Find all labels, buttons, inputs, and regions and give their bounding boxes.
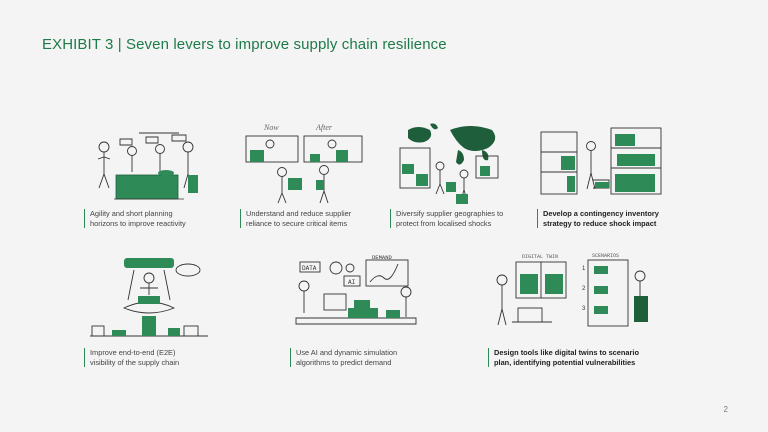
control-tower-illustration bbox=[90, 258, 208, 337]
lever-caption: Diversify supplier geographies to protec… bbox=[390, 209, 534, 228]
caption-line: horizons to improve reactivity bbox=[90, 218, 186, 228]
page-number: 2 bbox=[723, 405, 728, 414]
lever-caption: Agility and short planning horizons to i… bbox=[84, 209, 228, 228]
sketch-label-after: After bbox=[315, 123, 333, 132]
sketch-label-now: Now bbox=[263, 123, 279, 132]
caption-line: Improve end-to-end (E2E) bbox=[90, 348, 176, 357]
sketch-label-2: 2 bbox=[582, 286, 586, 292]
lever-caption: Develop a contingency inventory strategy… bbox=[537, 209, 681, 228]
caption-line: Diversify supplier geographies to bbox=[396, 209, 504, 218]
sketch-label-1: 1 bbox=[582, 266, 586, 272]
lever-e2e-visibility: Improve end-to-end (E2E) visibility of t… bbox=[84, 252, 234, 372]
lever-supplier-reliance: Now After Understand and reduce supplier… bbox=[240, 120, 380, 235]
exhibit-title: EXHIBIT 3 | Seven levers to improve supp… bbox=[42, 36, 447, 53]
caption-line: protect from localised shocks bbox=[396, 218, 492, 228]
caption-line: Design tools like digital twins to scena… bbox=[494, 348, 639, 357]
caption-line: visibility of the supply chain bbox=[90, 357, 180, 367]
caption-line: strategy to reduce shock impact bbox=[543, 218, 657, 228]
suppliers-illustration: Now After bbox=[245, 123, 363, 204]
lever-ai-simulation: DATA AI DEMAND Use AI and dynamic simula… bbox=[290, 252, 450, 372]
lever-caption: Improve end-to-end (E2E) visibility of t… bbox=[84, 348, 238, 367]
team-meeting-illustration bbox=[97, 132, 198, 200]
digital-twin-illustration: DIGITAL TWIN SCENARIOS 1 2 3 bbox=[496, 253, 648, 327]
lever-caption: Design tools like digital twins to scena… bbox=[488, 348, 682, 367]
lever-digital-twin: DIGITAL TWIN SCENARIOS 1 2 3 Design tool… bbox=[488, 250, 678, 372]
caption-line: Develop a contingency inventory bbox=[543, 209, 659, 218]
sketch-label-scenarios: SCENARIOS bbox=[592, 253, 619, 259]
lever-caption: Use AI and dynamic simulation algorithms… bbox=[290, 348, 454, 367]
caption-line: algorithms to predict demand bbox=[296, 357, 392, 367]
caption-line: Agility and short planning bbox=[90, 209, 173, 218]
world-map-illustration bbox=[399, 123, 499, 204]
sketch-label-demand: DEMAND bbox=[372, 254, 393, 261]
caption-line: Use AI and dynamic simulation bbox=[296, 348, 398, 357]
caption-line: reliance to secure critical items bbox=[246, 218, 348, 228]
sketch-label-3: 3 bbox=[582, 306, 586, 312]
data-ai-illustration: DATA AI DEMAND bbox=[295, 254, 417, 325]
warehouse-illustration bbox=[540, 127, 662, 195]
caption-line: plan, identifying potential vulnerabilit… bbox=[494, 357, 636, 367]
sketch-label-data: DATA bbox=[302, 265, 317, 272]
caption-line: Understand and reduce supplier bbox=[246, 209, 352, 218]
sketch-label-ai: AI bbox=[348, 279, 355, 286]
lever-diversify-geographies: Diversify supplier geographies to protec… bbox=[390, 120, 530, 235]
lever-caption: Understand and reduce supplier reliance … bbox=[240, 209, 384, 228]
lever-agility: Agility and short planning horizons to i… bbox=[84, 125, 224, 235]
sketch-label-digital-twin: DIGITAL TWIN bbox=[522, 254, 558, 260]
lever-contingency-inventory: Develop a contingency inventory strategy… bbox=[537, 120, 677, 235]
